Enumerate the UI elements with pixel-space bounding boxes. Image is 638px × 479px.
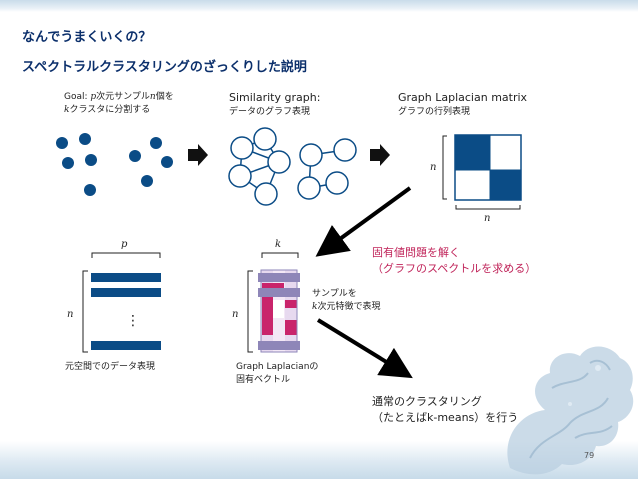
matrix-row <box>91 288 161 297</box>
eigvec-dim-row: n <box>232 309 238 320</box>
kmeans-label: 通常のクラスタリング （たとえばk-means）を行う <box>372 394 518 426</box>
goal-mid: 次元サンプル <box>96 92 150 102</box>
eigvec-note-var-k: k <box>312 302 318 312</box>
eigvec-dim-col: k <box>275 239 281 250</box>
similarity-graph-subtitle: データのグラフ表現 <box>229 107 311 117</box>
similarity-graph-title: Similarity graph: <box>229 91 321 104</box>
kmeans-line2: （たとえばk-means）を行う <box>372 411 519 424</box>
col-bracket <box>455 205 521 210</box>
goal-line2: クラスタに分割する <box>69 105 151 115</box>
graph-node <box>254 182 278 206</box>
top-gradient-bar <box>0 0 638 12</box>
eigvec-cell <box>285 320 297 335</box>
similarity-graph <box>228 127 357 206</box>
eigvec-row <box>258 288 300 297</box>
eigvec-caption-line1: Graph Laplacianの <box>236 362 319 372</box>
data-matrix-caption: 元空間でのデータ表現 <box>65 362 156 372</box>
eigvec-cell <box>273 300 284 318</box>
matrix-block-top-left <box>455 135 490 170</box>
kmeans-line1: 通常のクラスタリング <box>372 395 482 408</box>
eigen-line2: （グラフのスペクトルを求める） <box>372 262 537 275</box>
laplacian-dim-row: n <box>430 162 436 173</box>
right-arrow-icon <box>370 144 390 166</box>
data-matrix <box>82 252 161 353</box>
goal-var-p: p <box>90 92 97 102</box>
data-point <box>85 154 97 166</box>
eigvec-row <box>258 273 300 282</box>
data-point <box>79 133 91 145</box>
eigvec-caption-line2: 固有ベクトル <box>236 375 291 385</box>
goal-prefix: Goal: <box>64 92 91 102</box>
eigvec-caption: Graph Laplacianの 固有ベクトル <box>236 361 318 387</box>
matrix-row <box>91 341 161 350</box>
row-bracket <box>247 270 253 353</box>
graph-nodes <box>228 127 357 206</box>
eigvec-cell <box>262 283 273 335</box>
col-bracket <box>261 252 299 258</box>
goal-var-n: n <box>149 92 156 102</box>
data-point <box>56 137 68 149</box>
graph-node <box>333 138 357 162</box>
dragon-watermark-icon <box>507 346 634 475</box>
graph-node <box>253 127 277 151</box>
data-point <box>84 184 96 196</box>
eigen-problem-label: 固有値問題を解く （グラフのスペクトルを求める） <box>372 245 536 277</box>
col-bracket <box>91 252 161 258</box>
eigvec-cell <box>273 283 284 291</box>
data-point <box>141 175 153 187</box>
eigvec-matrix <box>247 252 300 353</box>
step2-label: Similarity graph: データのグラフ表現 <box>229 91 320 119</box>
goal-suffix: 個を <box>155 92 174 102</box>
data-point <box>129 150 141 162</box>
laplacian-title: Graph Laplacian matrix <box>398 91 528 104</box>
eigvec-row <box>258 341 300 350</box>
step3-label: Graph Laplacian matrix グラフの行列表現 <box>398 91 527 119</box>
matrix-block-bottom-right <box>490 170 521 200</box>
data-matrix-dim-row: n <box>67 309 73 320</box>
row-bracket <box>82 270 88 353</box>
data-matrix-dots: ⋮ <box>126 313 140 329</box>
eigvec-note-line2: 次元特徴で表現 <box>317 302 381 312</box>
eigen-line1: 固有値問題を解く <box>372 246 460 259</box>
laplacian-dim-col: n <box>484 213 490 224</box>
eigvec-note: サンプルを k次元特徴で表現 <box>312 288 380 314</box>
data-matrix-dim-col: p <box>121 239 128 250</box>
eigen-arrow <box>315 186 412 257</box>
slide-title-question: なんでうまくいくの？ <box>22 30 152 45</box>
step1-goal-label: Goal: p次元サンプルn個を kクラスタに分割する <box>64 91 174 117</box>
page-number: 79 <box>584 451 595 460</box>
graph-node <box>230 136 254 160</box>
right-arrow-icon <box>188 144 208 166</box>
graph-node <box>297 176 321 200</box>
eigvec-cell <box>285 300 297 308</box>
row-bracket <box>442 135 447 200</box>
graph-node <box>267 150 291 174</box>
graph-node <box>325 171 349 195</box>
slide-title-subtitle: スペクトラルクラスタリングのざっくりした説明 <box>22 60 307 75</box>
data-points <box>56 133 173 196</box>
graph-node <box>299 143 323 167</box>
laplacian-subtitle: グラフの行列表現 <box>398 107 471 117</box>
data-point <box>150 137 162 149</box>
data-point <box>161 156 173 168</box>
laplacian-matrix <box>442 134 522 210</box>
graph-node <box>228 164 252 188</box>
matrix-row <box>91 273 161 282</box>
goal-var-k: k <box>64 105 70 115</box>
data-point <box>62 157 74 169</box>
eigvec-note-line1: サンプルを <box>312 289 357 299</box>
kmeans-arrow <box>316 318 413 379</box>
